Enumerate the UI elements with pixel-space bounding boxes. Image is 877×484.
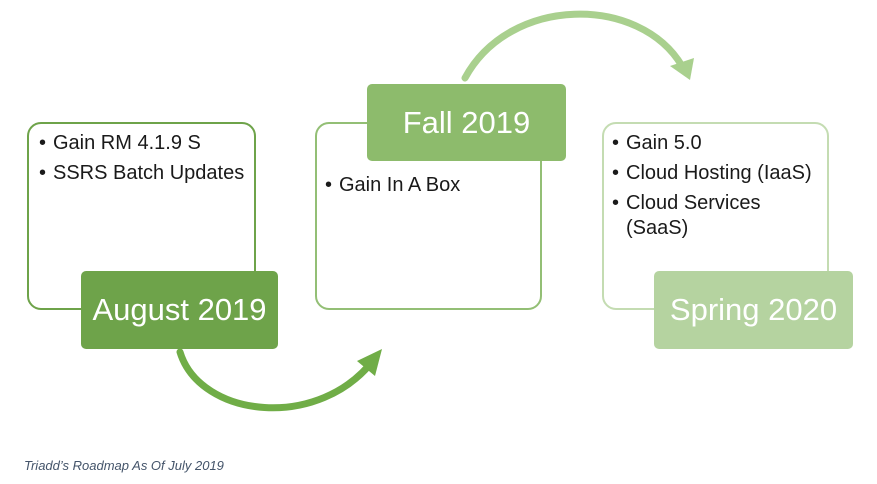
arrow-august-to-fall [176, 348, 379, 412]
stage-label-spring-2020: Spring 2020 [654, 271, 853, 349]
stage-item: Gain In A Box [325, 173, 540, 198]
stage-item: Gain RM 4.1.9 S [39, 131, 254, 156]
stage-label-august-2019: August 2019 [81, 271, 278, 349]
stage-item: Cloud Services (SaaS) [612, 191, 827, 241]
stage-label-fall-2019: Fall 2019 [367, 84, 566, 161]
roadmap-caption: Triadd’s Roadmap As Of July 2019 [24, 458, 224, 473]
stage-items-list: Gain 5.0 Cloud Hosting (IaaS) Cloud Serv… [612, 131, 827, 246]
stage-items-list: Gain RM 4.1.9 S SSRS Batch Updates [39, 131, 254, 191]
arrow-august-to-fall-head [357, 349, 382, 376]
arrow-fall-to-spring-head [670, 58, 694, 80]
stage-items-list: Gain In A Box [325, 173, 540, 203]
stage-item: Gain 5.0 [612, 131, 827, 156]
stage-item: Cloud Hosting (IaaS) [612, 161, 827, 186]
arrow-fall-to-spring [461, 10, 686, 82]
stage-item: SSRS Batch Updates [39, 161, 254, 186]
